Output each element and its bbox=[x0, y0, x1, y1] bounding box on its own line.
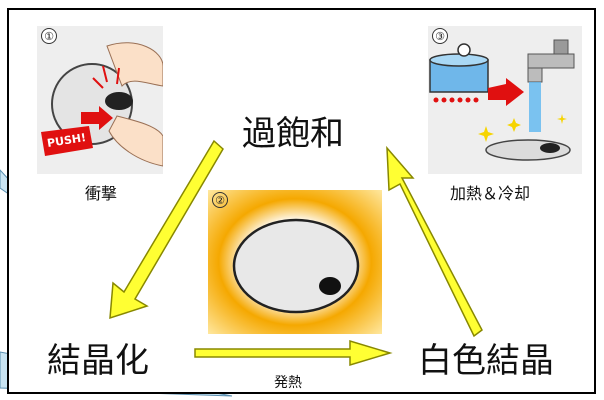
arrow-white-crystal-to-supersaturation bbox=[386, 145, 483, 338]
supersaturation-node: 過飽和 bbox=[242, 114, 344, 154]
exotherm-label: 発熱 bbox=[274, 375, 302, 391]
panel-number-2: ② bbox=[212, 192, 228, 208]
arrow-crystallization-to-white-crystal bbox=[194, 339, 393, 367]
impact-illustration bbox=[41, 42, 163, 167]
impact-panel: ① PUSH! bbox=[37, 26, 163, 174]
impact-label: 衝撃 bbox=[85, 184, 118, 203]
panel-number-1: ① bbox=[41, 28, 57, 44]
heating-cooling-illustration bbox=[429, 39, 575, 161]
heat-panel: ② bbox=[208, 190, 382, 334]
heating-cooling-label: 加熱＆冷却 bbox=[450, 184, 531, 203]
white-crystal-node: 白色結晶 bbox=[418, 341, 554, 381]
heat-illustration bbox=[232, 218, 360, 314]
arrow-supersaturation-to-crystallization bbox=[109, 139, 224, 320]
crystallization-node: 結晶化 bbox=[47, 341, 149, 381]
panel-number-3: ③ bbox=[432, 28, 448, 44]
heating-cooling-panel: ③ bbox=[428, 26, 582, 174]
